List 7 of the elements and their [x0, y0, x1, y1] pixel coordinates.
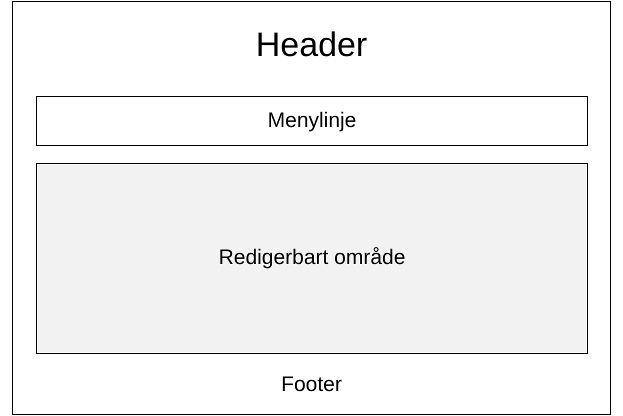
footer-label: Footer [281, 372, 342, 398]
header-label: Header [256, 25, 368, 66]
editable-area-box [36, 163, 588, 354]
box-label: Menylinje [268, 108, 356, 134]
page-frame [12, 1, 611, 415]
menu-bar-box [36, 96, 588, 146]
box-label: Redigerbart område [218, 245, 406, 272]
